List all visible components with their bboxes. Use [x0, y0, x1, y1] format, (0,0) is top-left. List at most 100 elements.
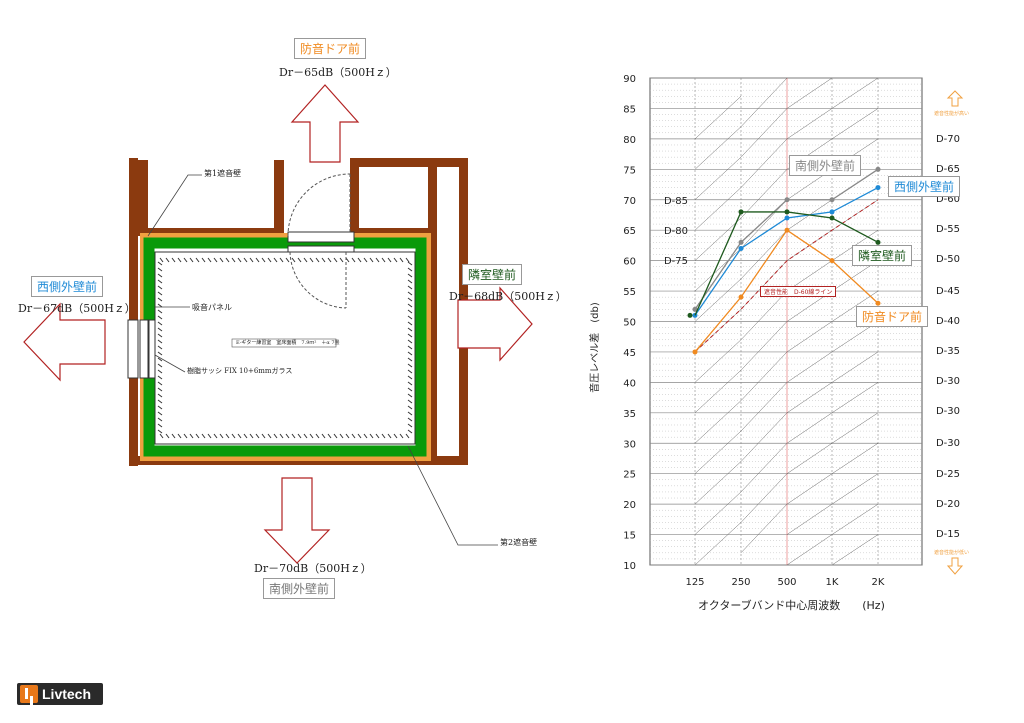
hatch-mark — [333, 257, 338, 263]
hatch-mark — [339, 257, 344, 263]
hatch-mark — [157, 393, 163, 398]
top-note: 遮音性能が高い — [934, 111, 970, 117]
x-axis-label: オクターブバンド中心周波数 (Hz) — [698, 599, 885, 612]
hatch-mark — [309, 257, 314, 263]
room-note: E-ギター練習室 室床面積 7.9ｍ² ＋α 7畳 — [236, 340, 340, 346]
hatch-mark — [407, 273, 413, 278]
series-point — [875, 185, 881, 191]
series-point — [692, 349, 698, 355]
series-point — [829, 197, 835, 203]
d-tick-label: D-65 — [936, 164, 960, 175]
hatch-mark — [407, 357, 413, 362]
hatch-mark — [183, 433, 188, 439]
y-tick-label: 25 — [623, 470, 636, 481]
y-tick-label: 35 — [623, 409, 636, 420]
series-point — [829, 258, 835, 264]
hatch-mark — [273, 433, 278, 439]
hatch-mark — [159, 433, 164, 439]
series-label-door: 防音ドア前 — [856, 306, 929, 327]
hatch-mark — [285, 257, 290, 263]
hatch-mark — [333, 433, 338, 439]
hatch-mark — [407, 429, 413, 434]
hatch-mark — [165, 433, 170, 439]
series-point — [738, 294, 744, 300]
hatch-mark — [407, 423, 413, 428]
hatch-mark — [159, 257, 164, 263]
series-point — [692, 306, 698, 312]
hatch-mark — [327, 433, 332, 439]
d-tick-label: D-70 — [936, 134, 960, 145]
d-inner-label: D-75 — [664, 256, 688, 267]
y-tick-label: 45 — [623, 348, 636, 359]
bottom-label: 南側外壁前 — [263, 578, 336, 599]
hatch-mark — [407, 291, 413, 296]
hatch-mark — [315, 433, 320, 439]
hatch-mark — [351, 433, 356, 439]
y-tick-label: 80 — [623, 135, 636, 146]
d-tick-label: D-55 — [936, 224, 960, 235]
hatch-mark — [407, 417, 413, 422]
hatch-mark — [285, 433, 290, 439]
hatch-mark — [237, 257, 242, 263]
hatch-mark — [315, 257, 320, 263]
door — [287, 173, 355, 309]
hatch-mark — [171, 433, 176, 439]
hatch-mark — [219, 257, 224, 263]
hatch-mark — [279, 433, 284, 439]
hatch-mark — [157, 381, 163, 386]
hatch-mark — [407, 393, 413, 398]
hatch-mark — [273, 257, 278, 263]
hatch-mark — [157, 327, 163, 332]
hatch-mark — [369, 433, 374, 439]
hatch-mark — [407, 399, 413, 404]
y-tick-label: 40 — [623, 378, 636, 389]
y-axis-label: 音圧レベル差 (db) — [589, 302, 601, 393]
d-curve — [694, 351, 879, 505]
y-tick-label: 50 — [623, 318, 636, 329]
hatch-mark — [351, 257, 356, 263]
hatch-mark — [157, 357, 163, 362]
hatch-mark — [407, 381, 413, 386]
hatch-mark — [165, 257, 170, 263]
chart-series — [687, 166, 881, 355]
hatch-mark — [327, 257, 332, 263]
hatch-mark — [309, 433, 314, 439]
d-curve — [786, 473, 879, 535]
hatch-mark — [157, 315, 163, 320]
livtech-logo: Livtech — [17, 683, 103, 705]
hatch-mark — [189, 433, 194, 439]
hatch-mark — [291, 257, 296, 263]
y-tick-label: 90 — [623, 74, 636, 85]
panel-label: 吸音パネル — [192, 303, 232, 312]
d-curve — [740, 443, 879, 553]
series-point — [875, 239, 881, 245]
hatch-mark — [407, 363, 413, 368]
hatch-mark — [231, 433, 236, 439]
series-point — [784, 215, 790, 221]
chart-grid — [649, 77, 923, 566]
hatch-mark — [225, 433, 230, 439]
hatch-mark — [297, 257, 302, 263]
hatch-mark — [231, 257, 236, 263]
series-point — [875, 166, 881, 172]
top-label: 防音ドア前 — [294, 38, 367, 59]
down-arrow-icon — [946, 557, 964, 575]
y-tick-label: 60 — [623, 257, 636, 268]
hatch-mark — [177, 257, 182, 263]
hatch-mark — [375, 257, 380, 263]
sash-label: 樹脂サッシ FIX 10+6mmガラス — [187, 367, 293, 375]
series-point — [738, 209, 744, 215]
arrows — [23, 84, 533, 564]
room-note-box — [231, 338, 337, 348]
up-arrow-icon — [946, 90, 964, 107]
hatch-mark — [157, 339, 163, 344]
hatch-mark — [357, 257, 362, 263]
reference-label: 遮音性能 D-60線ライン — [760, 286, 837, 297]
hatch-mark — [157, 267, 163, 272]
d-curve — [694, 96, 742, 140]
hatch-mark — [339, 433, 344, 439]
hatch-mark — [157, 369, 163, 374]
hatch-mark — [407, 405, 413, 410]
hatch-mark — [407, 387, 413, 392]
